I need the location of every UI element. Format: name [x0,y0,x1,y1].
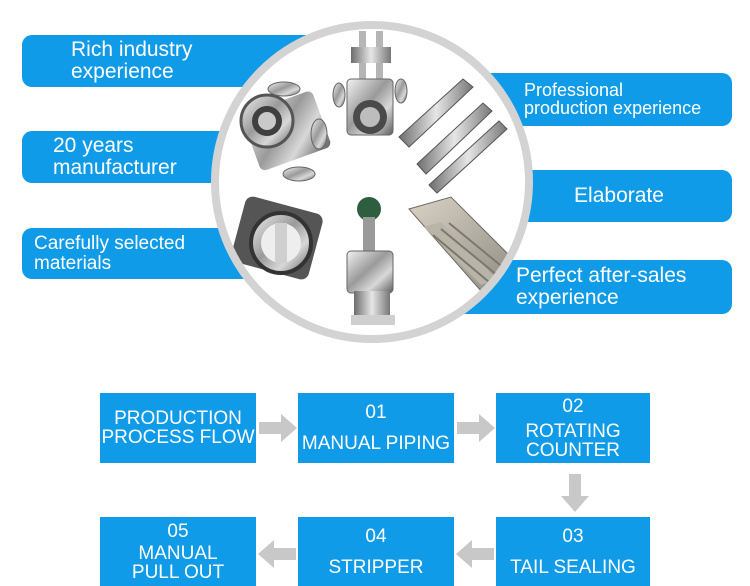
step-number: 01 [365,402,387,423]
step-label: ROTATING [525,420,621,442]
butterfly-valve-image [231,196,323,280]
feature-line: Rich industry [71,37,193,61]
arrow-right-icon [259,414,297,442]
arrow-right-icon [457,414,495,442]
step-label: TAIL SEALING [510,556,636,578]
valve-assembly-image [332,31,408,136]
flow-title-line: PROCESS FLOW [101,427,255,448]
feature-elaborate: Elaborate [506,170,732,222]
feature-perfect-after-sales-experience: Perfect after-sales experience [450,260,732,314]
feature-line: Carefully selected [34,232,186,254]
flow-title-line: PRODUCTION [114,408,242,429]
cross-pipe-fitting-image [239,81,331,182]
arrow-down-icon [561,474,589,512]
feature-carefully-selected-materials: Carefully selected materials [22,228,257,279]
step-number: 05 [167,520,189,542]
step-label: PULL OUT [131,561,225,583]
sanitary-valve-image [346,197,395,325]
steel-rails-image [398,78,508,194]
step-02-rotating-counter: 02 ROTATING COUNTER [496,393,650,463]
process-flow-title: PRODUCTION PROCESS FLOW [100,393,256,463]
feature-20-years-manufacturer: 20 years manufacturer [22,131,222,183]
feature-line: Professional [524,80,624,101]
step-01-manual-piping: 01 MANUAL PIPING [298,393,454,463]
arrow-left-icon [258,540,296,568]
step-03-tail-sealing: 03 TAIL SEALING [496,517,650,586]
step-label: STRIPPER [328,556,424,578]
feature-line: production experience [524,97,702,118]
step-number: 04 [365,525,387,547]
product-circle [211,21,533,343]
ribbed-plate-image [408,196,520,292]
feature-line: experience [71,60,174,83]
step-label: COUNTER [526,439,620,461]
feature-line: Perfect after-sales [516,263,687,287]
arrow-left-icon [456,540,494,568]
feature-line: Elaborate [574,183,664,207]
feature-line: experience [516,286,619,309]
step-05-manual-pull-out: 05 MANUAL PULL OUT [100,517,256,586]
step-number: 02 [562,395,584,417]
step-04-stripper: 04 STRIPPER [298,517,454,586]
product-images [231,31,520,325]
step-label: MANUAL [138,542,218,564]
step-number: 03 [562,525,584,547]
feature-line: manufacturer [53,156,177,179]
feature-rich-industry-experience: Rich industry experience [22,35,312,87]
step-label: MANUAL PIPING [301,433,451,454]
feature-line: materials [34,252,112,274]
feature-line: 20 years [53,133,134,157]
